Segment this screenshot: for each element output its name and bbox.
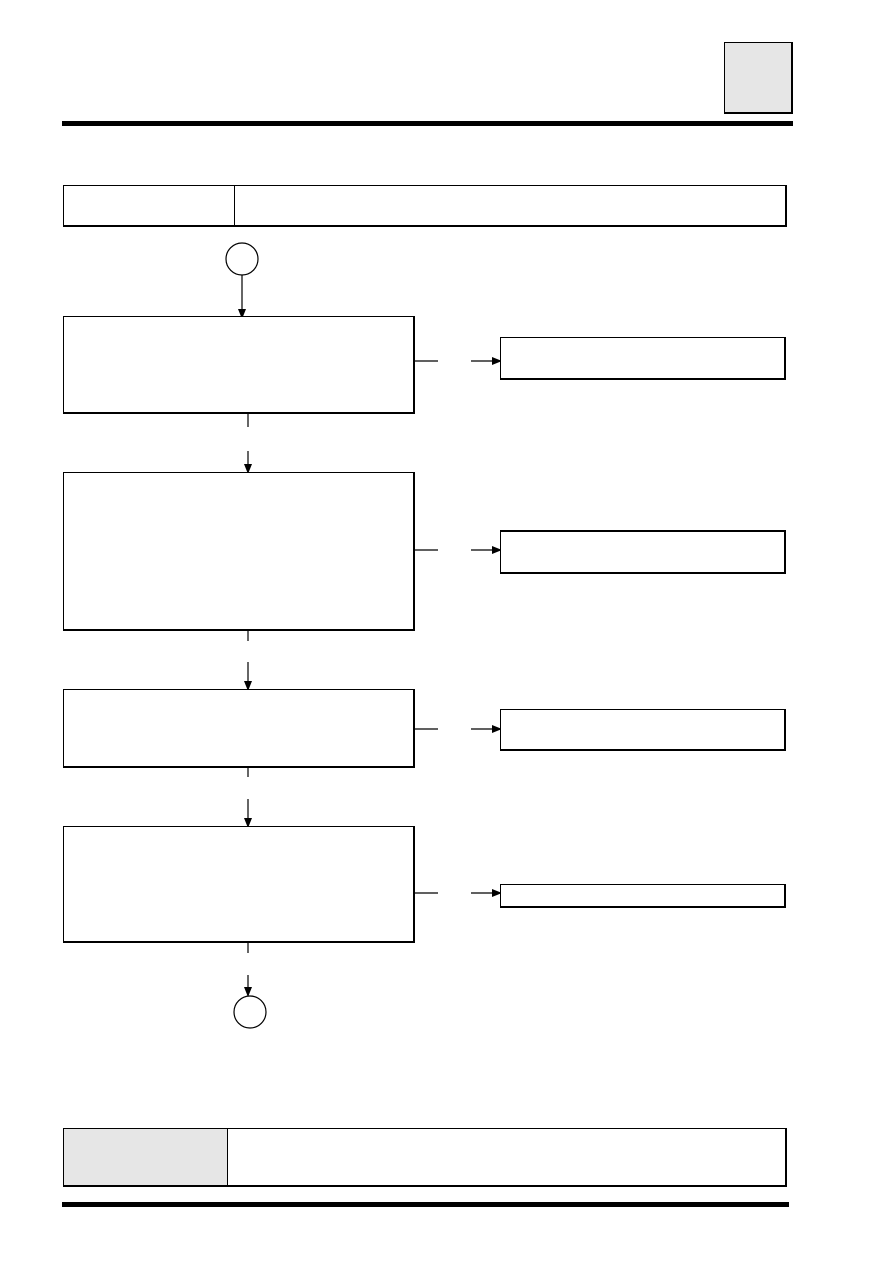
header-rule xyxy=(62,121,793,126)
title-table xyxy=(63,185,787,227)
footer-text-cell xyxy=(228,1129,785,1185)
step-2-result-text xyxy=(501,532,784,548)
step-2-check-box xyxy=(63,472,415,631)
step-3-check-text xyxy=(64,690,413,706)
step-3-result-box xyxy=(500,709,786,751)
step-1-result-box xyxy=(500,337,786,380)
step-4-check-box xyxy=(63,826,415,943)
step-3-check-box xyxy=(63,689,415,768)
footer-label xyxy=(64,1129,227,1145)
title-label-cell xyxy=(64,186,235,225)
section-tab xyxy=(724,42,793,114)
step-3-result-text xyxy=(501,710,784,726)
footer-text xyxy=(228,1129,785,1145)
step-1-check-text xyxy=(64,317,413,333)
step-4-check-text xyxy=(64,827,413,843)
step-1-result-text xyxy=(501,338,784,354)
step-4-result-box xyxy=(500,884,786,908)
step-2-check-text xyxy=(64,473,413,489)
end-connector-circle xyxy=(233,995,267,1029)
step-1-check-box xyxy=(63,316,415,414)
step-4-result-text xyxy=(501,885,784,891)
start-connector-circle xyxy=(225,242,259,276)
footer-note-table xyxy=(63,1128,787,1187)
footer-label-cell xyxy=(64,1129,228,1185)
footer-rule xyxy=(62,1202,789,1207)
step-2-result-box xyxy=(500,530,786,574)
